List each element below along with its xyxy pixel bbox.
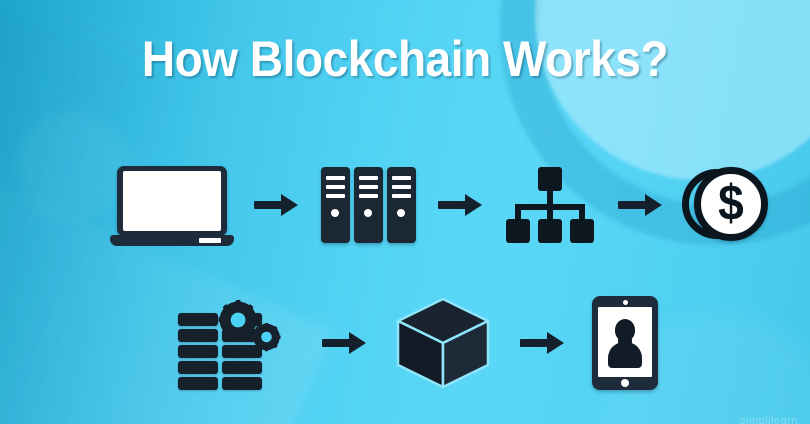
gear-small-hole (261, 331, 272, 343)
database-brick (178, 329, 218, 342)
arrow-right-icon (322, 332, 366, 354)
server-led (397, 209, 405, 217)
arrow-head (281, 194, 298, 216)
coin-front: $ (694, 167, 768, 241)
page-title: How Blockchain Works? (141, 31, 669, 87)
watermark: simplilearn (739, 415, 798, 424)
dollar-coin-icon: $ (682, 163, 774, 247)
tablet-home-button[interactable] (621, 379, 629, 387)
arrow-shaft (322, 339, 352, 347)
laptop-screen (123, 171, 221, 231)
database-brick (178, 345, 218, 358)
server-slot (391, 185, 411, 189)
user-avatar-neck (618, 337, 632, 345)
laptop-trackpad (199, 238, 221, 243)
arrow-shaft (438, 201, 468, 209)
database-brick (222, 361, 262, 374)
network-stem (547, 191, 553, 205)
tablet-camera (622, 300, 628, 305)
cube-block-icon (394, 295, 492, 391)
network-child-node (570, 219, 594, 243)
dollar-symbol: $ (718, 175, 744, 231)
cube-right-face (441, 319, 490, 389)
server-led (331, 209, 339, 217)
user-avatar-head (615, 319, 635, 341)
network-leg (547, 204, 553, 221)
arrow-shaft (254, 201, 284, 209)
network-child-node (538, 219, 562, 243)
arrow-head (465, 194, 482, 216)
server-rack-icon (318, 165, 418, 245)
server-tower (320, 167, 350, 243)
server-slot (391, 176, 411, 180)
arrow-right-icon (520, 332, 564, 354)
server-slot (358, 185, 378, 189)
database-brick (178, 361, 218, 374)
server-slot (325, 194, 345, 198)
server-slot (325, 176, 345, 180)
network-nodes-icon (502, 167, 598, 243)
server-led (364, 209, 372, 217)
database-brick (222, 345, 262, 358)
arrow-shaft (520, 339, 550, 347)
arrow-right-icon (254, 194, 298, 216)
network-leg (579, 204, 585, 221)
server-slot (358, 194, 378, 198)
gear-large-hole (230, 312, 246, 328)
arrow-right-icon (438, 194, 482, 216)
network-child-node (506, 219, 530, 243)
arrow-head (547, 332, 564, 354)
user-avatar-body (608, 342, 642, 368)
server-tower (386, 167, 416, 243)
database-brick (178, 313, 218, 326)
laptop-lid (117, 166, 227, 236)
database-gears-icon (178, 295, 294, 391)
network-parent-node (538, 167, 562, 191)
arrow-head (645, 194, 662, 216)
database-brick (178, 377, 218, 390)
tablet-user-icon (592, 296, 658, 390)
arrow-shaft (618, 201, 648, 209)
server-slot (358, 176, 378, 180)
server-slot (391, 194, 411, 198)
arrow-head (349, 332, 366, 354)
arrow-right-icon (618, 194, 662, 216)
server-tower (353, 167, 383, 243)
background-circle-faint (18, 110, 128, 220)
server-slot (325, 185, 345, 189)
database-brick (222, 377, 262, 390)
network-leg (515, 204, 521, 221)
flow-row-bottom (178, 295, 658, 391)
gear-group (218, 300, 281, 352)
laptop-icon (110, 160, 234, 250)
flow-row-top: $ (110, 160, 774, 250)
laptop-base (110, 235, 234, 246)
